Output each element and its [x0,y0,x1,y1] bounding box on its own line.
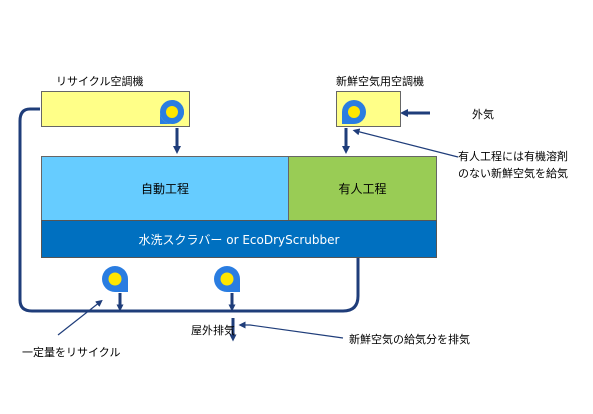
outside-air-label: 外気 [472,108,494,121]
fan-icon [342,100,366,124]
scrubber-box: 水洗スクラバー or EcoDryScrubber [41,220,437,258]
fan-icon [214,266,240,292]
manned-process-label: 有人工程 [338,182,387,196]
scrubber-label: 水洗スクラバー or EcoDryScrubber [138,232,340,247]
annotation-recycle-leader [57,299,103,336]
annotation-exhaust-leader [238,321,344,339]
annotation-manned: 有人工程には有機溶剤 のない新鮮空気を給気 [458,148,568,182]
manned-process-box: 有人工程 [288,156,437,221]
fan-icon [102,266,128,292]
annotation-manned-leader [352,128,459,158]
fresh-ac-label: 新鮮空気用空調機 [336,75,424,88]
exhaust-fresh-label: 新鮮空気の給気分を排気 [349,333,470,346]
recycle-ac-label: リサイクル空調機 [56,75,144,88]
annotation-manned-line1: 有人工程には有機溶剤 [458,150,568,163]
fan-icon [160,100,184,124]
recycle-duct [18,107,360,313]
annotation-manned-line2: のない新鮮空気を給気 [458,167,568,180]
auto-process-box: 自動工程 [41,156,289,221]
auto-process-label: 自動工程 [140,182,189,196]
outdoor-exhaust-label: 屋外排気 [191,324,235,337]
recycle-fixed-label: 一定量をリサイクル [22,346,121,359]
